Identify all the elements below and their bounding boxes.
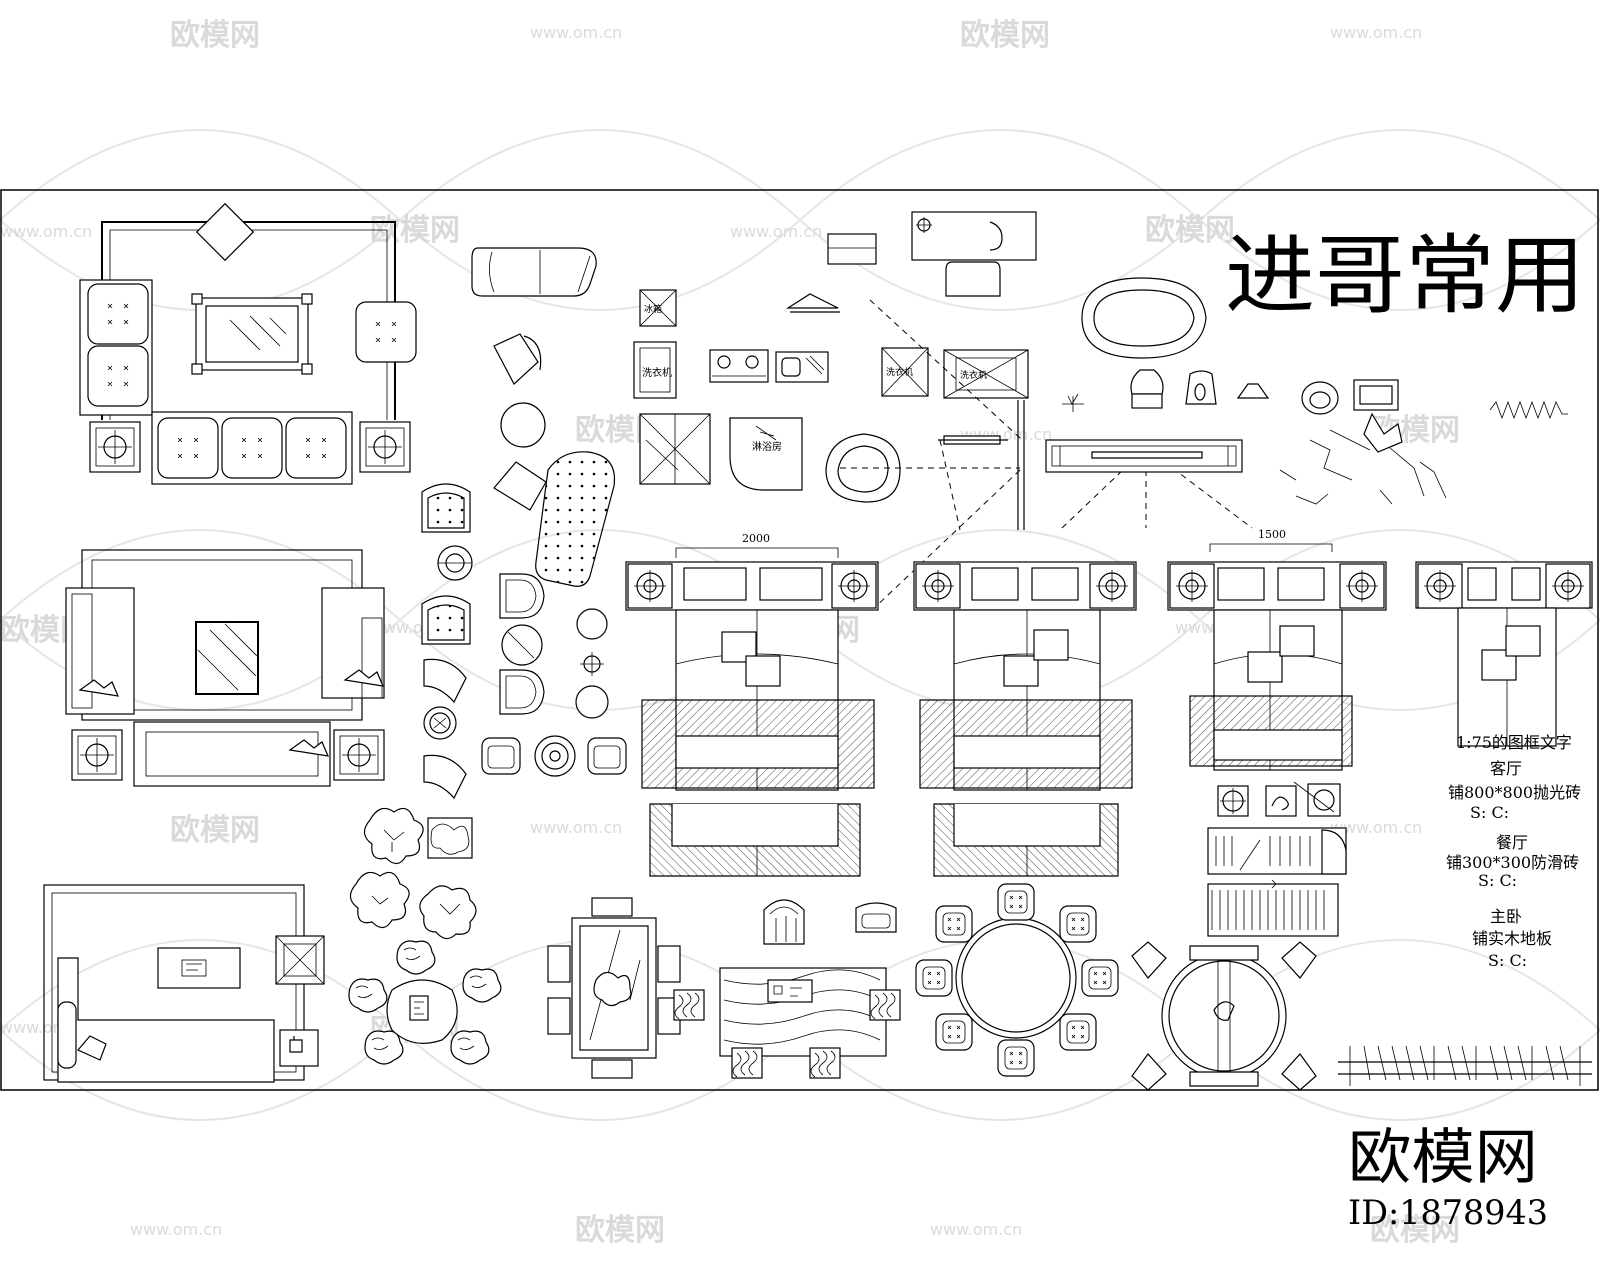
spring-symbol [1489,400,1568,420]
tub-chairs [499,573,609,719]
gas-stove [709,349,769,383]
bookshelf [1207,883,1339,937]
watermark-site: www.om.cn [0,222,92,241]
watermark-site: www.om.cn [1330,818,1422,837]
round-stool [500,402,546,448]
living-room-set-3 [43,884,325,1083]
tv-cabinet [1045,439,1243,473]
floor-notes: 1:75的图框文字 客厅 铺800*800抛光砖 S: C: 餐厅 铺300*3… [1446,733,1581,970]
round-dining-table-8 [915,883,1119,1077]
coffee-table [195,621,259,695]
living-floor-note: 铺800*800抛光砖 [1448,783,1581,802]
living-room-note: 客厅 [1490,759,1522,778]
dining-table-rect [547,897,681,1079]
lounge-chairs [471,247,597,511]
watermark-brand: 欧模网 [575,1213,665,1248]
toilet-room-label: 洗衣机 [886,366,913,378]
fence-symbol [1338,1045,1592,1086]
phone-table [279,1029,319,1067]
bed-king-2 [913,561,1137,877]
living-room-set-2 [65,549,385,787]
end-table [71,729,123,781]
watermark-site: www.om.cn [1330,23,1422,42]
dimension-2000: 2000 [742,532,770,545]
small-armchairs [481,735,627,777]
frame-text-note: 1:75的图框文字 [1456,733,1572,752]
desk [911,211,1037,261]
dimension-1500: 1500 [1258,528,1286,541]
toilet [1130,369,1164,395]
watermark-brand: 欧模网 [170,18,260,53]
master-sc-note: S: C: [1488,951,1527,970]
rock-garden [1279,412,1447,505]
armchair-right [321,587,385,699]
shower-corners: 淋浴房 [639,413,901,503]
coffee-table [157,947,241,989]
end-table [333,729,385,781]
washer-box [633,341,677,399]
watermark-site: www.om.cn [530,23,622,42]
range-hood [827,233,877,265]
box2-label: 洗衣机 [960,369,987,381]
bed-queen: 1500 [1167,528,1387,771]
armchair-left [79,279,153,416]
dining-room-note: 餐厅 [1496,833,1528,852]
plants [349,807,477,940]
dining-sc-note: S: C: [1478,871,1517,890]
small-symbols [1207,781,1347,937]
model-id: ID:1878943 [1348,1193,1548,1233]
dining-table-wood [673,899,901,1079]
fridge-label: 冰箱 [644,303,662,315]
bath-fixtures: 洗衣机 洗衣机 [881,211,1568,420]
accent-chairs [421,483,473,800]
watermark-brand: 欧模网 [1145,213,1235,248]
end-table [89,421,141,473]
watermark-site: www.om.cn [530,818,622,837]
watermark-site: www.om.cn [930,1220,1022,1239]
watermark-brand: 欧模网 [370,213,460,248]
l-sofa [57,957,275,1083]
armchair-right [355,301,417,363]
drawing-frame [0,189,1599,1091]
kitchen-sink [775,351,829,383]
side-lamp [275,935,325,985]
drawing-title: 进哥常用 [1225,226,1585,326]
bed-single [1415,561,1593,747]
living-sc-note: S: C: [1470,803,1509,822]
master-floor-note: 铺实木地板 [1472,929,1552,948]
master-room-note: 主卧 [1490,907,1522,926]
floor-lamp [195,202,255,262]
washer-label: 洗衣机 [642,366,672,379]
watermark-site: www.om.cn [730,222,822,241]
living-room-set-1 [79,202,417,485]
squat-toilet [1185,370,1217,405]
watermark-brand: 欧模网 [170,813,260,848]
chaise-lounge [535,451,616,587]
end-table [359,421,411,473]
watermark-brand: 欧模网 [960,18,1050,53]
shower-label: 淋浴房 [752,440,782,453]
kitchen-appliances: 冰箱 洗衣机 [633,233,877,399]
sofa-three-seat [151,411,353,485]
bathtub [1081,277,1207,359]
stone-tea-set [348,940,502,1065]
wardrobe-line [938,400,1025,530]
dining-floor-note: 铺300*300防滑砖 [1446,853,1579,872]
bed-king-1: 2000 [625,532,879,877]
vanity [1353,379,1399,411]
brand-logo-text: 欧模网 [1348,1123,1538,1193]
coffee-table [191,293,313,375]
armchair-left [65,587,135,715]
watermark-brand: 欧模网 [1370,1213,1460,1248]
round-dining-table-glass [1131,941,1317,1091]
sofa [133,721,331,787]
basin [1301,381,1339,415]
watermark-site: www.om.cn [130,1220,222,1239]
